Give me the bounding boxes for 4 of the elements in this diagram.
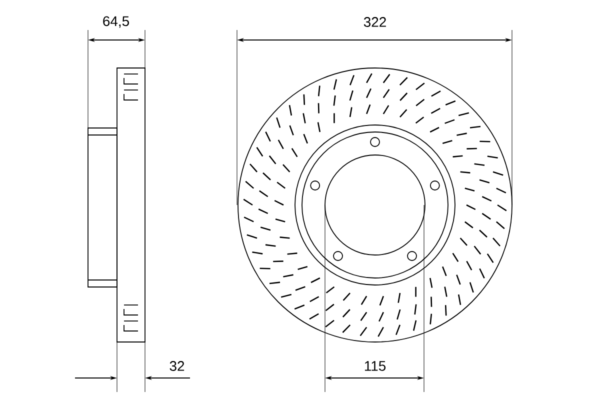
dimension-label: 322 — [364, 17, 386, 27]
dimension-label: 64,5 — [103, 16, 129, 28]
dimension-label: 115 — [364, 361, 386, 371]
dimension-label: 32 — [170, 361, 184, 371]
